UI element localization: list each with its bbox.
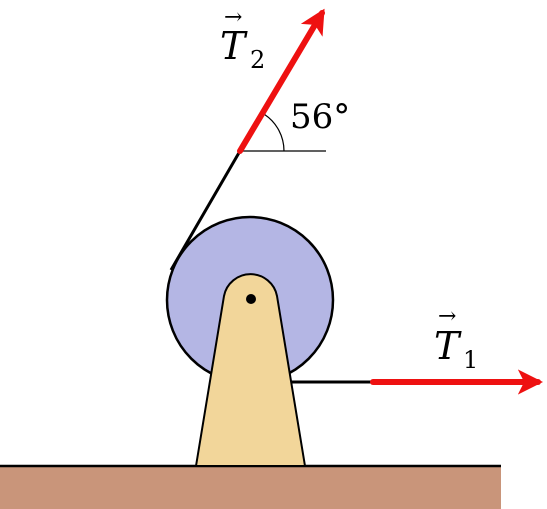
tension-t2-arrow (237, 8, 325, 154)
t1-vector-symbol: → (438, 304, 456, 329)
angle-label: 56° (290, 97, 350, 137)
t2-label: T (220, 24, 248, 68)
axle-pin (246, 294, 256, 304)
ground-block (0, 466, 501, 509)
pulley-support (194, 273, 307, 467)
angle-arc (264, 114, 285, 152)
t1-label: T (434, 324, 462, 368)
t2-subscript: 2 (250, 46, 265, 74)
t2-vector-symbol: → (224, 5, 242, 30)
t1-subscript: 1 (463, 346, 478, 374)
